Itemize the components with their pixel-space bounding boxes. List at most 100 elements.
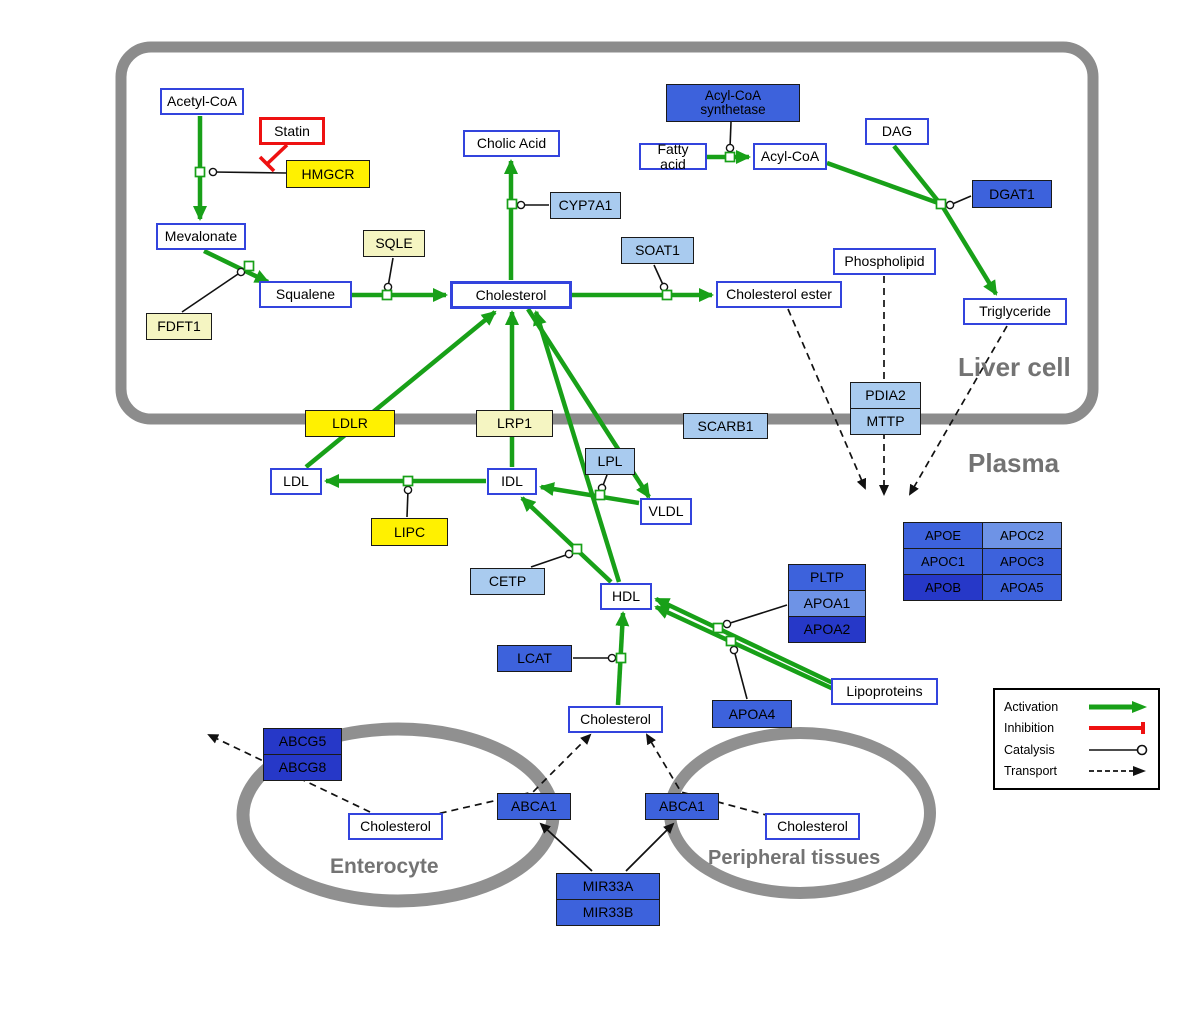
gene-cetp[interactable]: CETP — [470, 568, 545, 595]
catalysis-edge-lipc — [403, 485, 413, 518]
reaction-node — [571, 543, 583, 555]
node-cholic-acid[interactable]: Cholic Acid — [463, 130, 560, 157]
reaction-node — [725, 635, 737, 647]
legend-label-activation: Activation — [1004, 700, 1059, 714]
activation-edge-hdl-cholesterol-via-scarb1 — [533, 310, 622, 583]
node-fatty-acid[interactable]: Fatty acid — [639, 141, 707, 171]
node-statin[interactable]: Statin — [259, 117, 325, 145]
reaction-node — [935, 198, 947, 210]
gene-apoa1[interactable]: APOA1 — [788, 590, 866, 617]
gene-apoc2[interactable]: APOC2 — [982, 522, 1062, 549]
node-cholesterol-plasma[interactable]: Cholesterol — [568, 706, 663, 733]
gene-hmgcr[interactable]: HMGCR — [286, 160, 370, 188]
node-acetyl-coa[interactable]: Acetyl-CoA — [160, 88, 244, 115]
gene-lcat[interactable]: LCAT — [497, 645, 572, 672]
liver-cell-label: Liver cell — [958, 352, 1071, 382]
node-cholesterol-ester[interactable]: Cholesterol ester — [716, 281, 842, 308]
gene-scarb1[interactable]: SCARB1 — [683, 413, 768, 439]
node-ldl[interactable]: LDL — [270, 468, 322, 495]
gene-mir33a[interactable]: MIR33A — [556, 873, 660, 900]
gene-ldlr[interactable]: LDLR — [305, 410, 395, 437]
gene-apob[interactable]: APOB — [903, 574, 983, 601]
activation-edge-dag-junction — [892, 144, 940, 203]
catalysis-edge-apoa4 — [729, 645, 748, 700]
activation-edge-lipoproteins-hdl-lower — [654, 604, 841, 695]
activation-edge-junction-triglyceride — [939, 202, 998, 296]
gene-abcg5[interactable]: ABCG5 — [263, 728, 342, 755]
catalysis-edge-dgat1 — [945, 195, 972, 210]
gene-dgat1[interactable]: DGAT1 — [972, 180, 1052, 208]
edge-mir33-abca1-peripheral — [625, 822, 675, 872]
gene-apoe[interactable]: APOE — [903, 522, 983, 549]
catalysis-edge-soat1 — [653, 264, 669, 292]
activation-edge-mevalonate-squalene — [203, 248, 270, 285]
catalysis-edge-sqle — [383, 257, 394, 292]
node-hdl[interactable]: HDL — [600, 583, 652, 610]
legend-row-activation: Activation — [1004, 697, 1149, 717]
peripheral-tissues-label: Peripheral tissues — [708, 847, 881, 869]
reaction-node — [194, 166, 206, 178]
gene-lipc[interactable]: LIPC — [371, 518, 448, 546]
gene-apoc3[interactable]: APOC3 — [982, 548, 1062, 575]
catalysis-edge-fdft1 — [181, 267, 246, 313]
inhibition-tbar — [258, 155, 276, 173]
activation-edge-lipoproteins-hdl-upper — [654, 596, 834, 686]
gene-fdft1[interactable]: FDFT1 — [146, 313, 212, 340]
gene-sqle[interactable]: SQLE — [363, 230, 425, 257]
node-phospholipid[interactable]: Phospholipid — [833, 248, 936, 275]
node-cholesterol-peripheral[interactable]: Cholesterol — [765, 813, 860, 840]
node-mevalonate[interactable]: Mevalonate — [156, 223, 246, 250]
node-triglyceride[interactable]: Triglyceride — [963, 298, 1067, 325]
node-idl[interactable]: IDL — [487, 468, 537, 495]
gene-apoa4[interactable]: APOA4 — [712, 700, 792, 728]
plasma-label: Plasma — [968, 448, 1060, 478]
gene-apoc1[interactable]: APOC1 — [903, 548, 983, 575]
gene-pltp[interactable]: PLTP — [788, 564, 866, 591]
transport-edge-triglyceride-lipoproteins — [908, 325, 1008, 496]
gene-lpl[interactable]: LPL — [585, 448, 635, 475]
gene-mir33b[interactable]: MIR33B — [556, 899, 660, 926]
node-acyl-coa[interactable]: Acyl-CoA — [753, 143, 827, 170]
catalysis-edge-hmgcr — [208, 167, 287, 177]
node-cholesterol-liver[interactable]: Cholesterol — [450, 281, 572, 309]
transport-edges — [207, 276, 1008, 817]
gene-soat1[interactable]: SOAT1 — [621, 237, 694, 264]
node-cholesterol-enterocyte[interactable]: Cholesterol — [348, 813, 443, 840]
legend-label-inhibition: Inhibition — [1004, 721, 1055, 736]
activation-edge-hdl-idl — [520, 496, 613, 584]
gene-cyp7a1[interactable]: CYP7A1 — [550, 192, 621, 219]
regulation-edges — [539, 822, 675, 872]
transport-edge-peripheral-cholesterol-plasma — [645, 733, 771, 817]
reaction-node — [243, 260, 255, 272]
reaction-node — [594, 489, 606, 501]
inhibition-tbar-icon — [1089, 722, 1145, 735]
gene-apoa5[interactable]: APOA5 — [982, 574, 1062, 601]
legend-label-transport: Transport — [1004, 763, 1058, 778]
gene-acyl-coa-synthetase[interactable]: Acyl-CoA synthetase — [666, 84, 800, 122]
node-lipoproteins[interactable]: Lipoproteins — [831, 678, 938, 705]
catalysis-edge-cetp — [530, 549, 574, 568]
gene-abcg8[interactable]: ABCG8 — [263, 754, 342, 781]
gene-abca1-peripheral[interactable]: ABCA1 — [645, 793, 719, 820]
gene-abca1-enterocyte[interactable]: ABCA1 — [497, 793, 571, 820]
reaction-node — [724, 151, 736, 163]
gene-mttp[interactable]: MTTP — [850, 408, 921, 435]
catalysis-circle-icon — [1089, 744, 1148, 755]
node-squalene[interactable]: Squalene — [259, 281, 352, 308]
node-dag[interactable]: DAG — [865, 118, 929, 145]
legend-row-transport: Transport — [1004, 761, 1149, 781]
reaction-node — [661, 289, 673, 301]
node-vldl[interactable]: VLDL — [640, 498, 692, 525]
edge-mir33-abca1-enterocyte — [539, 822, 593, 872]
legend-row-catalysis: Catalysis — [1004, 740, 1149, 760]
gene-apoa2[interactable]: APOA2 — [788, 616, 866, 643]
transport-edge-cholesterolester-lipoproteins — [787, 308, 867, 490]
gene-lrp1[interactable]: LRP1 — [476, 410, 553, 437]
gene-pdia2[interactable]: PDIA2 — [850, 382, 921, 409]
legend-label-catalysis: Catalysis — [1004, 742, 1055, 757]
legend: Activation Inhibition Catalysis Transpor… — [993, 688, 1160, 790]
catalysis-edges — [181, 121, 972, 700]
catalysis-edge-lpl — [597, 474, 608, 493]
